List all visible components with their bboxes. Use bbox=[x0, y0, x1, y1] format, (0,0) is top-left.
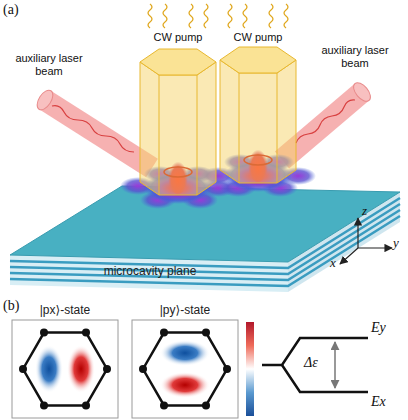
pump-wave bbox=[269, 4, 273, 28]
energy-label: Ey bbox=[371, 320, 405, 336]
pillar-body bbox=[140, 62, 216, 195]
vertex-dot bbox=[202, 401, 210, 409]
pump-pillar-left bbox=[140, 49, 216, 195]
axes bbox=[340, 218, 392, 264]
vertex-dot bbox=[160, 401, 168, 409]
blue-lobe bbox=[35, 345, 63, 393]
vertex-dot bbox=[139, 365, 147, 373]
beam-end bbox=[34, 88, 56, 113]
node-text: microcavity plane bbox=[40, 264, 260, 278]
hexagon bbox=[143, 333, 227, 406]
pump-wave bbox=[228, 4, 232, 28]
vertex-dot bbox=[160, 329, 168, 337]
pump-wave bbox=[204, 4, 208, 28]
beam-wave bbox=[296, 100, 355, 143]
vertex-dot bbox=[103, 365, 111, 373]
axis-arrow bbox=[340, 248, 358, 264]
red-lobe bbox=[160, 372, 210, 398]
microcavity-slab bbox=[10, 186, 400, 292]
panel-frame bbox=[132, 320, 238, 418]
px-panel bbox=[12, 320, 118, 418]
energy-levels bbox=[262, 338, 368, 392]
pump-wave bbox=[284, 4, 288, 28]
panel-label: (a) bbox=[3, 2, 33, 18]
pillar-top bbox=[140, 49, 216, 75]
pillar-edge bbox=[159, 75, 160, 195]
lower-level bbox=[282, 365, 368, 392]
beam-end bbox=[350, 80, 373, 105]
pump-label: CW pump bbox=[140, 31, 216, 44]
beam-label: auxiliary laser beam bbox=[312, 44, 398, 69]
axis-label: x bbox=[330, 256, 344, 271]
splitting-arrow bbox=[334, 342, 336, 388]
vertex-dots bbox=[19, 329, 111, 410]
red-lobe bbox=[67, 345, 95, 393]
blue-lobe bbox=[160, 340, 210, 366]
vertex-dot bbox=[202, 329, 210, 337]
vertex-dot bbox=[40, 401, 48, 409]
splitting-label: Δε bbox=[304, 355, 334, 371]
axis-label: y bbox=[393, 236, 407, 251]
beam-label: auxiliary laser beam bbox=[6, 52, 92, 77]
vertex-dots bbox=[139, 329, 231, 410]
colorbar bbox=[246, 322, 254, 416]
axis-arrow bbox=[357, 218, 358, 248]
pump-wave bbox=[163, 4, 167, 28]
vertex-dot bbox=[19, 365, 27, 373]
state-panel: |py⟩-state bbox=[132, 303, 238, 418]
slab-label-box: microcavity plane bbox=[40, 264, 260, 284]
pillar-edge bbox=[277, 73, 278, 183]
pillar-edge bbox=[197, 75, 198, 195]
vertex-dot bbox=[82, 401, 90, 409]
laser-beam bbox=[45, 100, 152, 168]
pillar-top bbox=[220, 47, 296, 73]
pillar-edge bbox=[239, 73, 240, 183]
state-panel: |px⟩-state bbox=[12, 303, 118, 418]
panel-frame bbox=[12, 320, 118, 418]
node-text: |py⟩-state bbox=[132, 303, 238, 317]
vertex-dot bbox=[40, 329, 48, 337]
pump-wave bbox=[148, 4, 152, 28]
pump-label: CW pump bbox=[220, 31, 296, 44]
vertex-dot bbox=[82, 329, 90, 337]
axis-arrow bbox=[358, 247, 392, 248]
pump-pillar-right bbox=[220, 47, 296, 183]
node-text: |px⟩-state bbox=[12, 303, 118, 317]
pump-wave bbox=[243, 4, 247, 28]
pump-waves bbox=[148, 4, 288, 28]
panel-label: (b) bbox=[3, 298, 33, 314]
py-panel bbox=[132, 320, 238, 418]
hexagon bbox=[23, 333, 107, 406]
pump-wave bbox=[189, 4, 193, 28]
beam-wave bbox=[52, 106, 134, 152]
vertex-dot bbox=[223, 365, 231, 373]
energy-label: Ex bbox=[371, 394, 405, 410]
axis-label: z bbox=[362, 204, 376, 219]
pillar-body bbox=[220, 60, 296, 183]
